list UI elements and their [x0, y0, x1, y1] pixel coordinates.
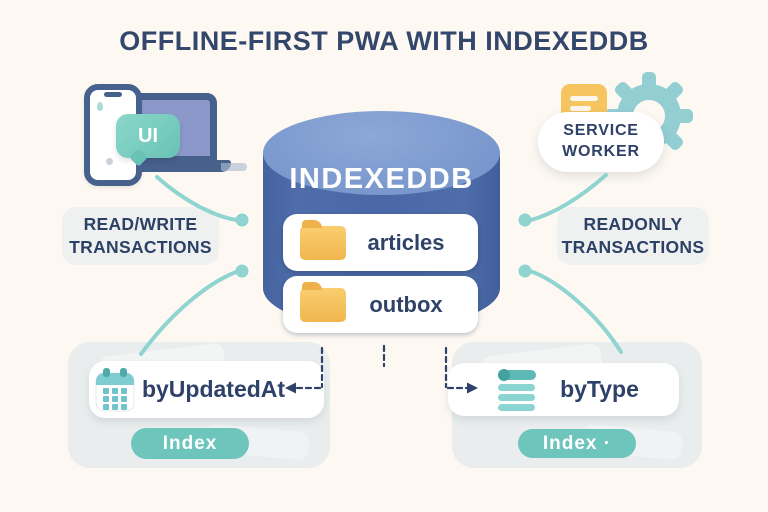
folder-icon — [300, 219, 346, 260]
readonly-line2: TRANSACTIONS — [561, 237, 705, 257]
index-name-bytype: byType — [560, 376, 639, 402]
index-badge-label: Index — [162, 432, 218, 454]
phone-dot — [106, 158, 113, 165]
read-write-line1: READ/WRITE — [83, 213, 198, 234]
index-badge: Index — [131, 428, 249, 459]
database-name: INDEXEDDB — [289, 163, 474, 195]
index-badge: Index · — [518, 429, 636, 458]
index-badge-label: Index · — [542, 432, 612, 454]
folder-icon — [300, 281, 346, 322]
object-store-articles: articles — [283, 214, 478, 271]
readonly-transactions-label: READONLY TRANSACTIONS — [557, 207, 709, 265]
read-write-transactions-label: READ/WRITE TRANSACTIONS — [62, 207, 219, 265]
service-worker-line1: SERVICE — [563, 122, 639, 140]
object-store-outbox: outbox — [283, 276, 478, 333]
index-name-byupdatedat: byUpdatedAt — [141, 376, 286, 402]
service-worker-line2: WORKER — [562, 143, 640, 160]
store-label-outbox: outbox — [369, 291, 443, 317]
curve-endpoint-dot — [518, 264, 532, 278]
ui-bubble: UI — [116, 114, 180, 158]
index-to-db-curve-right — [528, 269, 623, 354]
curve-endpoint-dot — [518, 213, 532, 227]
list-icon — [498, 368, 536, 411]
diagram-title: OFFLINE-FIRST PWA WITH INDEXEDDB — [119, 26, 649, 56]
index-card-bytype: byType — [448, 363, 679, 416]
water-drop-icon — [97, 102, 103, 111]
laptop-base — [119, 160, 247, 172]
index-card-byupdatedat: byUpdatedAt — [89, 361, 324, 418]
ui-bubble-label: UI — [138, 124, 158, 147]
curve-endpoint-dot — [235, 264, 249, 278]
calendar-icon — [95, 367, 135, 411]
service-worker-card: SERVICE WORKER — [538, 112, 664, 172]
store-label-articles: articles — [367, 229, 445, 255]
readonly-line1: READONLY — [583, 213, 683, 234]
database-cylinder-top — [263, 111, 500, 195]
phone-notch — [104, 92, 122, 97]
read-write-line2: TRANSACTIONS — [69, 237, 212, 257]
curve-endpoint-dot — [235, 213, 249, 227]
